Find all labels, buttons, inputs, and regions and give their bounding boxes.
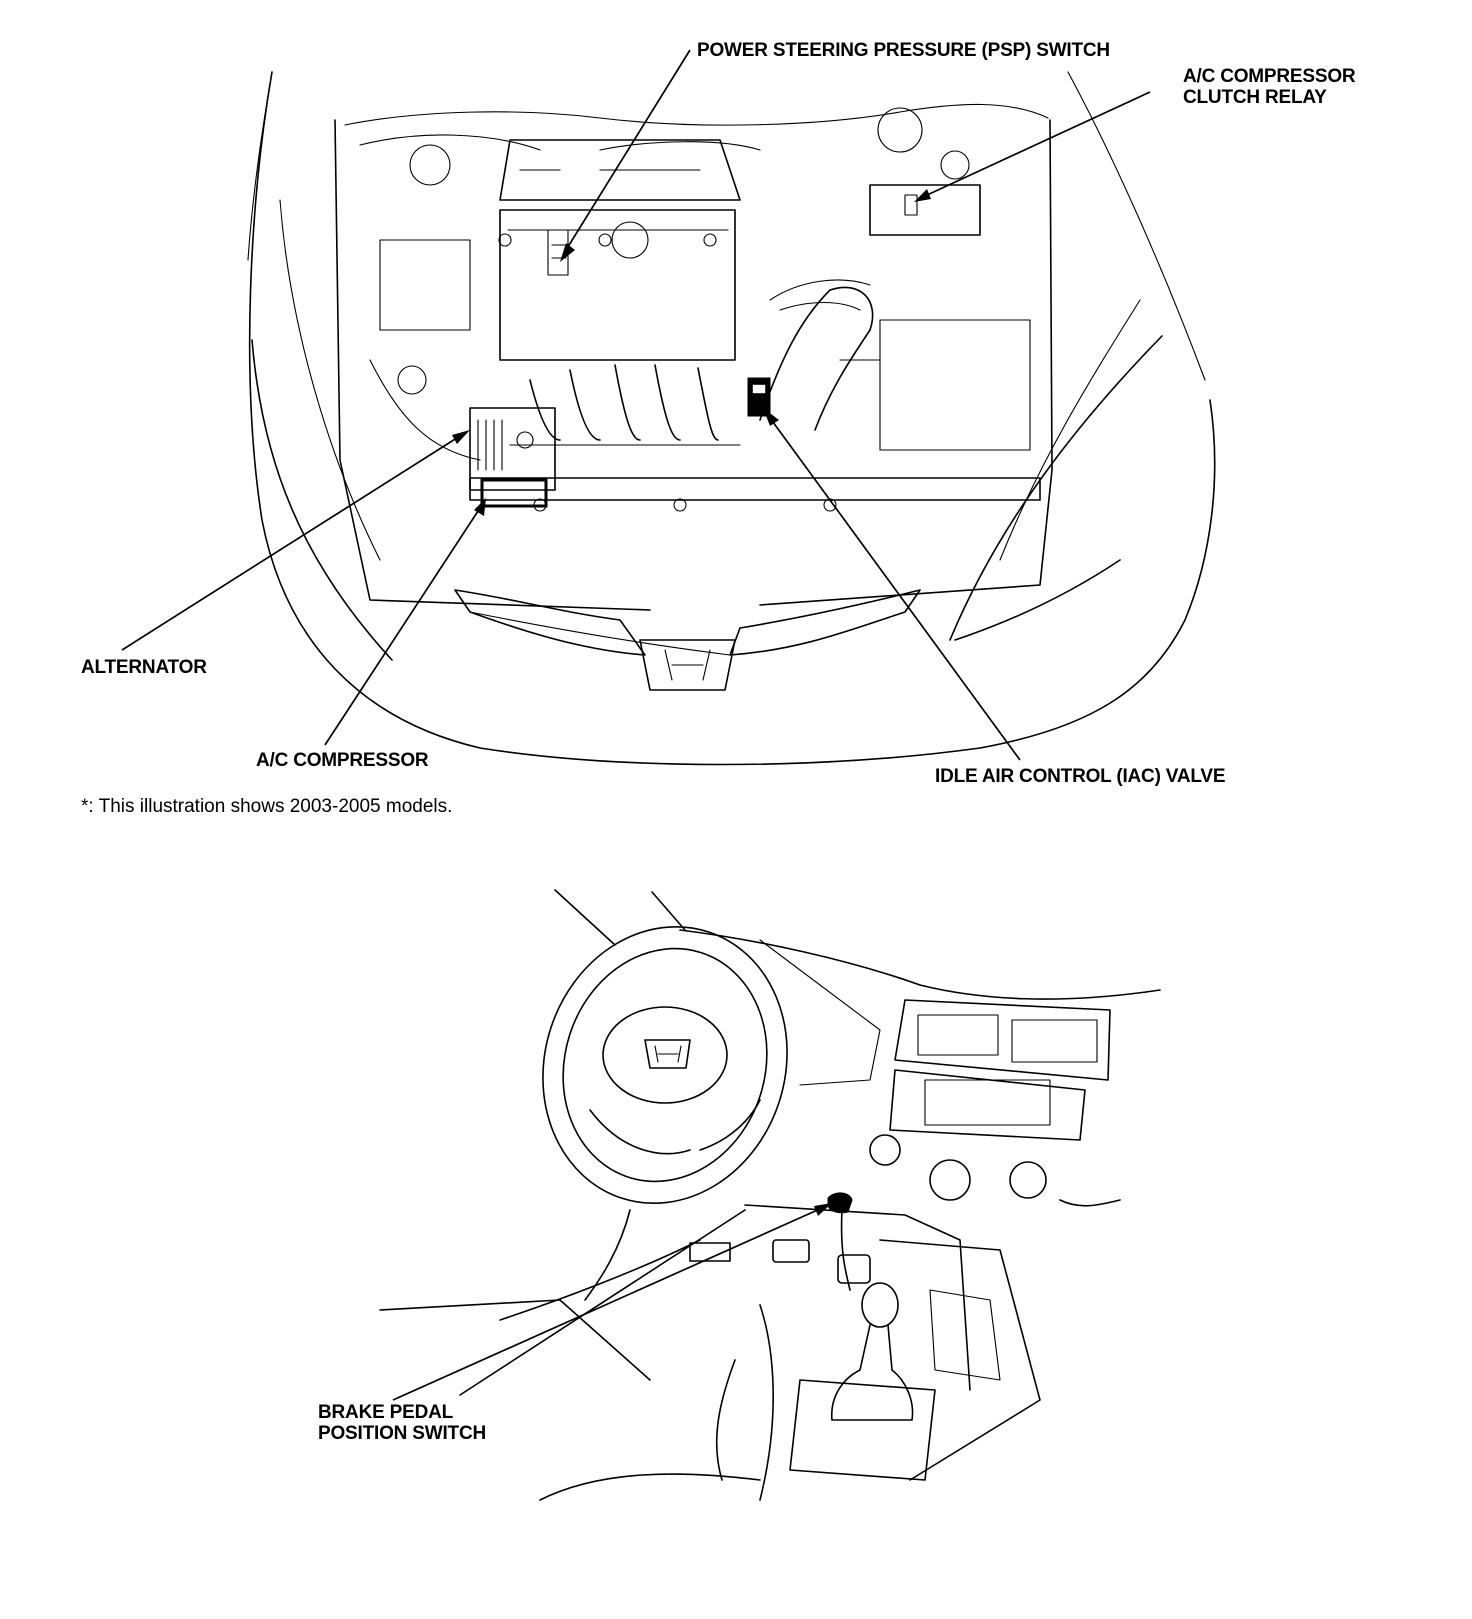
iac-valve-label: IDLE AIR CONTROL (IAC) VALVE (935, 766, 1226, 787)
ac-compressor-clutch-relay-label: A/C COMPRESSOR CLUTCH RELAY (1183, 66, 1356, 108)
brake-switch-label-line2: POSITION SWITCH (318, 1423, 487, 1444)
engine-leader-lines (121, 49, 1151, 761)
brake-switch-label-line1: BRAKE PEDAL (318, 1402, 454, 1423)
engine-bay-illustration (247, 71, 1216, 766)
ac-relay-label-line1: A/C COMPRESSOR (1183, 66, 1356, 87)
model-year-footnote: *: This illustration shows 2003-2005 mod… (81, 796, 453, 817)
interior-illustration (379, 889, 1161, 1501)
brake-pedal-position-switch-label: BRAKE PEDAL POSITION SWITCH (318, 1402, 486, 1444)
alternator-label: ALTERNATOR (81, 657, 207, 678)
ac-compressor-label: A/C COMPRESSOR (256, 750, 429, 771)
psp-switch-label: POWER STEERING PRESSURE (PSP) SWITCH (697, 40, 1110, 61)
interior-leader-lines (392, 1203, 832, 1401)
ac-relay-label-line2: CLUTCH RELAY (1183, 87, 1327, 108)
